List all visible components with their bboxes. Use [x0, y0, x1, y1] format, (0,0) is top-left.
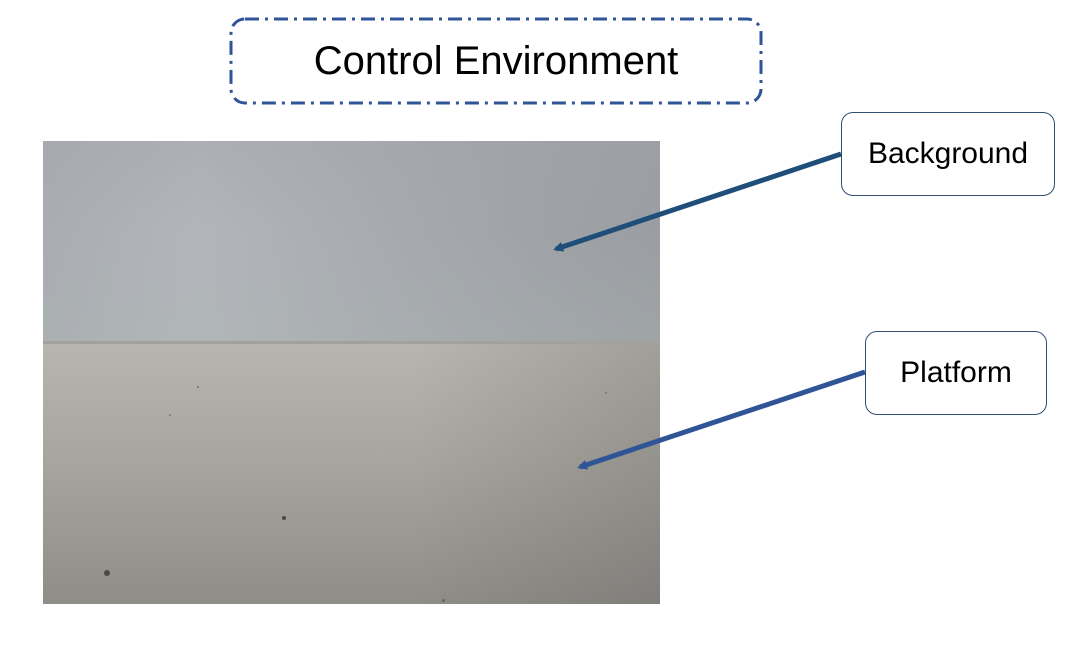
- photo-speck: [282, 516, 286, 520]
- environment-photo: [43, 141, 660, 604]
- callout-background-label: Background: [867, 137, 1029, 170]
- photo-speck: [442, 599, 445, 602]
- photo-speck: [169, 414, 171, 416]
- photo-speck: [104, 570, 110, 576]
- photo-horizon-edge: [43, 341, 660, 344]
- diagram-title: Control Environment: [313, 38, 679, 83]
- photo-platform-surface: [43, 343, 660, 604]
- callout-platform-label: Platform: [900, 356, 1012, 389]
- photo-wall-shading: [43, 141, 660, 343]
- callout-platform: Platform: [865, 331, 1047, 415]
- diagram-title-box: Control Environment: [231, 19, 761, 103]
- photo-platform-shading: [43, 343, 660, 604]
- photo-speck: [605, 392, 607, 394]
- callout-background: Background: [841, 112, 1055, 196]
- photo-speck: [197, 386, 199, 388]
